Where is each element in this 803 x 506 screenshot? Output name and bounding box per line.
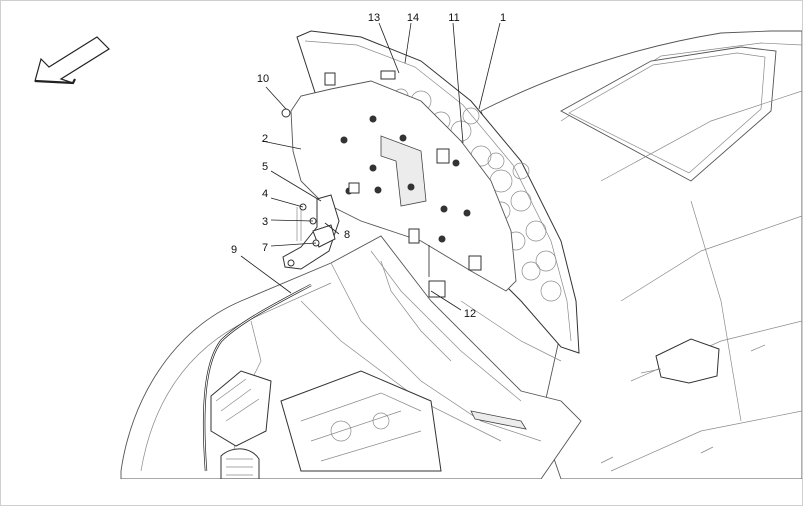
bonnet-insulation-pad: [290, 70, 517, 292]
callout-9: 9: [231, 244, 237, 256]
callout-4: 4: [262, 188, 268, 200]
leader-lines: [240, 22, 501, 311]
callout-5: 5: [262, 161, 268, 173]
callout-2: 2: [262, 133, 268, 145]
callout-10: 10: [257, 73, 269, 85]
callout-7: 7: [262, 242, 268, 254]
exploded-parts-diagram: 1 2 3 4 5 7 8 9 10 11 12 13 14: [34, 12, 802, 479]
bonnet-hinge-assembly: [282, 194, 340, 270]
bonnet-stud: [281, 108, 291, 118]
callout-11: 11: [448, 12, 459, 24]
front-direction-arrow-icon: [34, 36, 110, 85]
car-body-outline: [480, 30, 802, 479]
callout-3: 3: [262, 216, 268, 228]
callout-12: 12: [464, 308, 476, 320]
engine-bay: [120, 235, 582, 479]
callout-13: 13: [368, 12, 380, 24]
warning-label-sticker: [428, 280, 446, 298]
callout-8: 8: [344, 229, 350, 241]
callout-1: 1: [500, 12, 506, 24]
bonnet-release-cable: [202, 283, 312, 472]
callout-14: 14: [407, 12, 419, 24]
